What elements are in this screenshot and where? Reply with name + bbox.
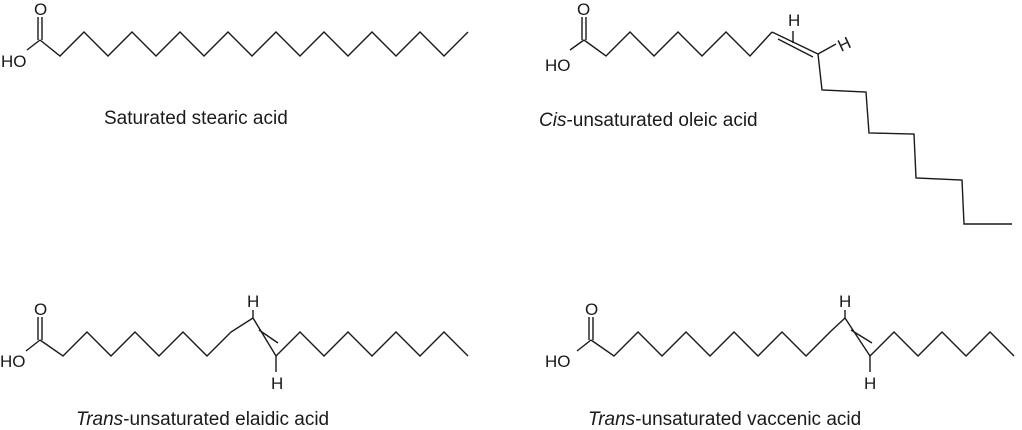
elaidic-caption-rest: -unsaturated elaidic acid (123, 409, 329, 430)
elaidic-acid-structure: O HO H H Trans-unsaturated elaidic acid (0, 292, 469, 430)
vaccenic-oxygen-label: O (585, 300, 598, 319)
elaidic-oxygen-label: O (34, 300, 47, 319)
elaidic-acid-skeleton (25, 310, 469, 372)
oleic-acid-structure: O HO H H Cis-unsaturated oleic acid (539, 0, 1012, 225)
oleic-caption-rest: -unsaturated oleic acid (566, 110, 757, 131)
vaccenic-caption-rest: -unsaturated vaccenic acid (635, 409, 861, 430)
stearic-acid-structure: O HO Saturated stearic acid (1, 0, 469, 129)
oleic-caption: Cis-unsaturated oleic acid (539, 110, 758, 131)
elaidic-trans-hydrogen-2: H (271, 374, 283, 393)
elaidic-hydroxyl-label: HO (0, 352, 26, 371)
oleic-acid-skeleton (569, 17, 1012, 225)
oleic-cis-hydrogen-1: H (788, 11, 800, 30)
vaccenic-trans-hydrogen-1: H (839, 292, 851, 311)
elaidic-caption-prefix: Trans (76, 409, 124, 430)
oleic-cis-hydrogen-2: H (835, 33, 854, 55)
vaccenic-trans-hydrogen-2: H (864, 374, 876, 393)
stearic-oxygen-label: O (34, 0, 47, 19)
vaccenic-hydroxyl-label: HO (545, 352, 571, 371)
oleic-caption-prefix: Cis (539, 110, 567, 131)
vaccenic-caption: Trans-unsaturated vaccenic acid (588, 409, 861, 430)
elaidic-caption: Trans-unsaturated elaidic acid (76, 409, 329, 430)
elaidic-trans-hydrogen-1: H (247, 292, 259, 311)
oleic-hydroxyl-label: HO (545, 56, 571, 75)
oleic-oxygen-label: O (577, 0, 590, 19)
vaccenic-acid-skeleton (576, 310, 1015, 372)
stearic-acid-skeleton (26, 17, 469, 57)
vaccenic-acid-structure: O HO H H Trans-unsaturated vaccenic acid (545, 292, 1015, 430)
stearic-caption: Saturated stearic acid (104, 108, 288, 129)
vaccenic-caption-prefix: Trans (588, 409, 636, 430)
stearic-hydroxyl-label: HO (1, 52, 27, 71)
